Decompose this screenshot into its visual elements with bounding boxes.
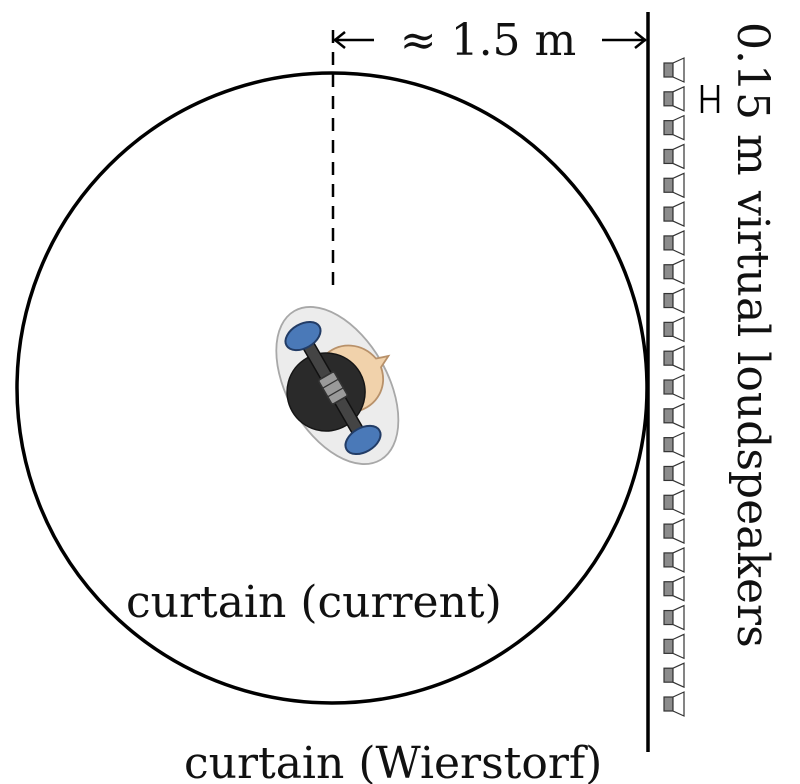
loudspeaker-icon — [663, 604, 685, 631]
right-earcup — [344, 424, 382, 456]
loudspeaker-icon — [663, 633, 685, 660]
loudspeaker-icon — [663, 575, 685, 602]
loudspeaker-icon — [663, 662, 685, 689]
distance-label: ≈ 1.5 m — [400, 15, 577, 66]
loudspeaker-icon — [663, 460, 685, 487]
loudspeaker-icon — [663, 374, 685, 400]
array-label: virtual loudspeakers — [727, 190, 778, 648]
loudspeaker-icon — [663, 114, 685, 141]
listener-top-view-icon — [275, 306, 400, 465]
loudspeaker-icon — [663, 316, 685, 343]
loudspeaker-icon — [663, 691, 685, 717]
loudspeaker-icon — [663, 57, 685, 83]
left-earcup — [284, 320, 322, 352]
curtain-wierstorf-label: curtain (Wierstorf) — [184, 738, 602, 784]
head-tracker — [318, 371, 348, 405]
loudspeaker-icon — [663, 546, 685, 573]
loudspeaker-icon — [663, 143, 685, 170]
loudspeaker-icon — [663, 229, 685, 256]
loudspeaker-icon — [663, 201, 685, 228]
loudspeaker-icon — [663, 345, 685, 372]
loudspeaker-array — [663, 57, 685, 717]
loudspeaker-icon — [663, 287, 685, 314]
loudspeaker-icon — [663, 85, 685, 112]
spacing-label: 0.15 m — [727, 22, 778, 176]
loudspeaker-icon — [663, 431, 685, 458]
loudspeaker-icon — [663, 172, 685, 199]
curtain-current-label: curtain (current) — [126, 577, 502, 628]
loudspeaker-icon — [663, 258, 685, 285]
loudspeaker-icon — [663, 518, 685, 545]
distance-arrow — [332, 31, 648, 49]
loudspeaker-icon — [663, 402, 685, 429]
spacing-bracket — [700, 85, 720, 113]
loudspeaker-icon — [663, 489, 685, 516]
